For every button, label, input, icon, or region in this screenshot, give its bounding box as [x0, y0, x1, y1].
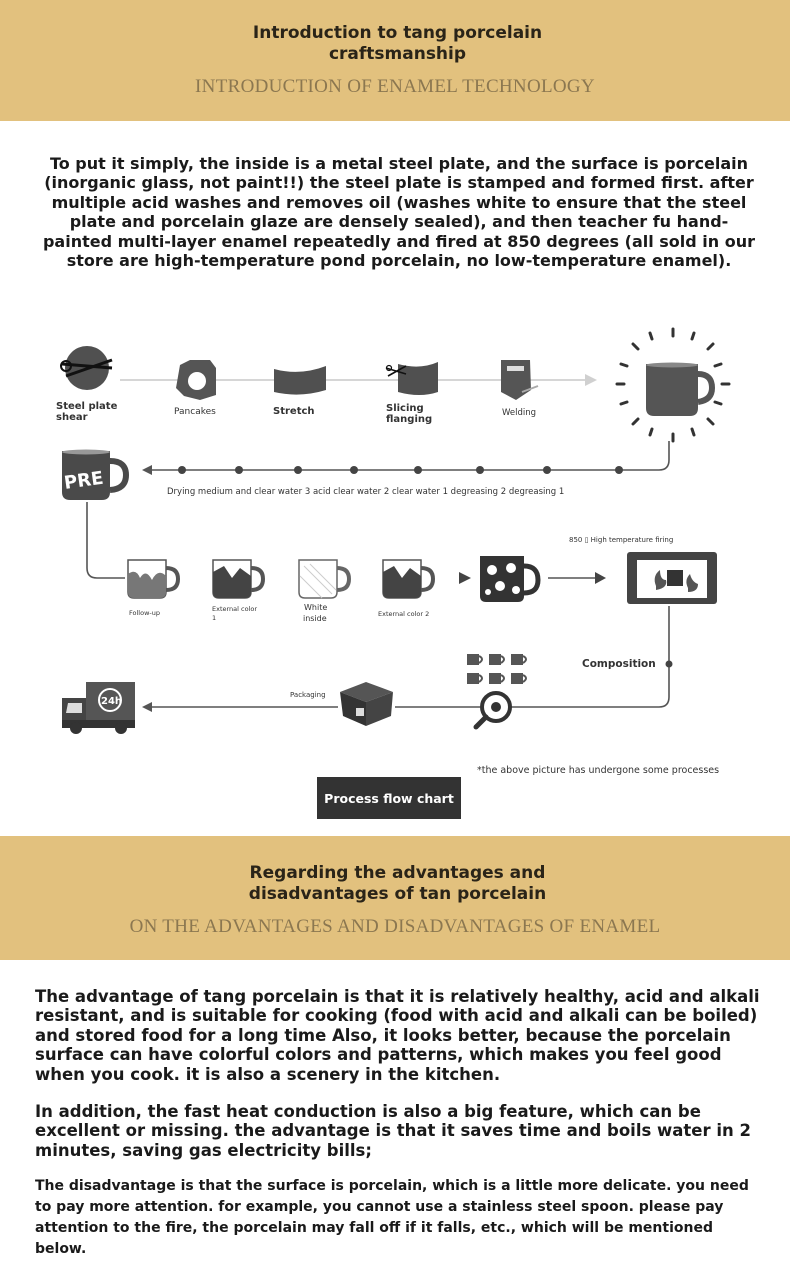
steel-plate-shear-icon [60, 346, 113, 390]
external-color-2-mug-icon [382, 559, 436, 599]
flower-mug-icon [480, 556, 541, 602]
arrow-left-icon [142, 465, 152, 475]
arrow-right-icon [459, 572, 471, 584]
process-flow-diagram: Steel plate shear Pancakes Stretch Slici… [56, 327, 731, 734]
disadvantages-paragraph: The disadvantage is that the surface is … [35, 1178, 749, 1257]
header-band-intro: Introduction to tang porcelain craftsman… [0, 0, 790, 121]
external-color-1-mug-icon [212, 559, 266, 599]
process-flow-chart-button[interactable]: Process flow chart [317, 777, 461, 819]
finished-mug-icon [615, 327, 731, 443]
step-label-external-color-1-2: 1 [212, 614, 216, 622]
packaging-label: Packaging [290, 691, 326, 699]
pancakes-icon [176, 360, 216, 400]
intro-paragraph: To put it simply, the inside is a metal … [42, 154, 756, 271]
step-label-stretch: Stretch [273, 406, 315, 417]
step-label-white-inside: White [304, 603, 327, 612]
stretch-icon [274, 366, 326, 395]
white-inside-mug-icon [298, 559, 352, 599]
cleaning-steps-label: Drying medium and clear water 3 acid cle… [167, 487, 564, 497]
step-label-steel-plate-shear-2: shear [56, 412, 88, 423]
step-label-external-color-1: External color [212, 605, 257, 613]
process-note: *the above picture has undergone some pr… [477, 765, 720, 776]
section-subtitle-intro: INTRODUCTION OF ENAMEL TECHNOLOGY [195, 76, 595, 97]
arrow-head-icon [585, 374, 597, 386]
flow-line-connector-1 [658, 441, 670, 471]
section-title-intro: Introduction to tang porcelain craftsman… [252, 23, 543, 64]
inspection-magnifier-icon [473, 691, 512, 730]
delivery-truck-icon: 24h [62, 682, 135, 734]
pre-mug-icon: PRE [62, 449, 130, 500]
header-band-advantages: Regarding the advantages and disadvantag… [0, 836, 790, 960]
welding-mask-icon [501, 360, 539, 400]
composition-dot [665, 660, 673, 668]
truck-badge: 24h [101, 696, 122, 707]
step-label-welding: Welding [502, 408, 536, 418]
advantages-paragraph: The advantage of tang porcelain is that … [35, 987, 760, 1084]
section-subtitle-advantages: ON THE ADVANTAGES AND DISADVANTAGES OF E… [129, 916, 661, 937]
follow-up-mug-icon [127, 559, 181, 599]
composition-label: Composition [582, 658, 656, 670]
step-label-follow-up: Follow-up [129, 609, 160, 617]
firing-label: 850 ▯ High temperature firing [569, 536, 673, 544]
cleaning-stage-dots [178, 466, 623, 474]
arrow-right-icon [595, 572, 606, 584]
mug-batch-icon [467, 654, 527, 684]
kiln-furnace-icon [627, 552, 717, 604]
section-title-advantages: Regarding the advantages and disadvantag… [248, 863, 547, 904]
step-label-slicing-flanging-2: flanging [386, 414, 432, 425]
flow-line-connector-2 [86, 502, 125, 579]
step-label-slicing-flanging: Slicing [386, 403, 424, 414]
arrow-left-icon [142, 702, 152, 712]
heat-conduction-paragraph: In addition, the fast heat conduction is… [35, 1102, 752, 1160]
step-label-white-inside-2: inside [303, 614, 327, 623]
step-label-steel-plate-shear: Steel plate [56, 401, 118, 412]
step-label-pancakes: Pancakes [174, 407, 216, 417]
flow-line-connector-3 [510, 606, 670, 708]
slicing-flanging-icon [385, 362, 438, 395]
step-label-external-color-2: External color 2 [378, 610, 429, 618]
package-box-icon [340, 682, 393, 726]
